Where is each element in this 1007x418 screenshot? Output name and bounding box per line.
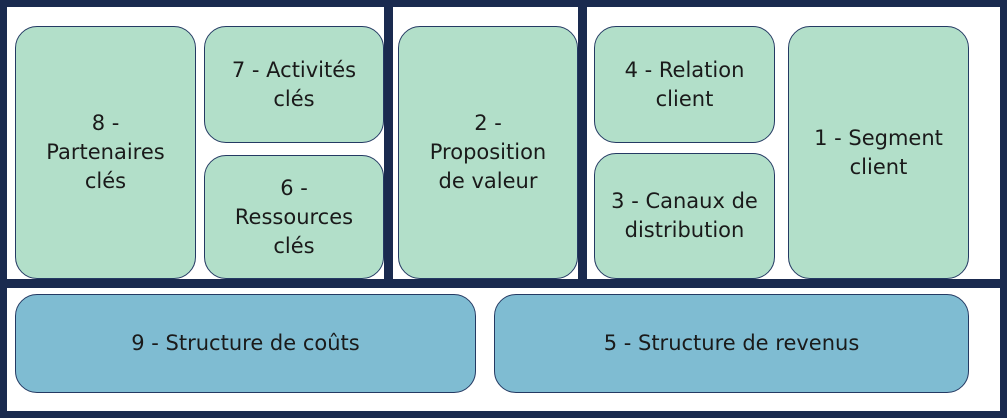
block-segment-client: 1 - Segment client (788, 26, 969, 279)
block-proposition-de-valeur: 2 - Proposition de valeur (398, 26, 578, 279)
block-structure-de-revenus: 5 - Structure de revenus (494, 294, 969, 393)
block-relation-client: 4 - Relation client (594, 26, 775, 143)
block-ressources-cles: 6 - Ressources clés (204, 155, 384, 279)
block-structure-de-couts: 9 - Structure de coûts (15, 294, 476, 393)
block-activites-cles: 7 - Activités clés (204, 26, 384, 143)
block-canaux-de-distribution: 3 - Canaux de distribution (594, 153, 775, 279)
block-partenaires-cles: 8 - Partenaires clés (15, 26, 196, 279)
